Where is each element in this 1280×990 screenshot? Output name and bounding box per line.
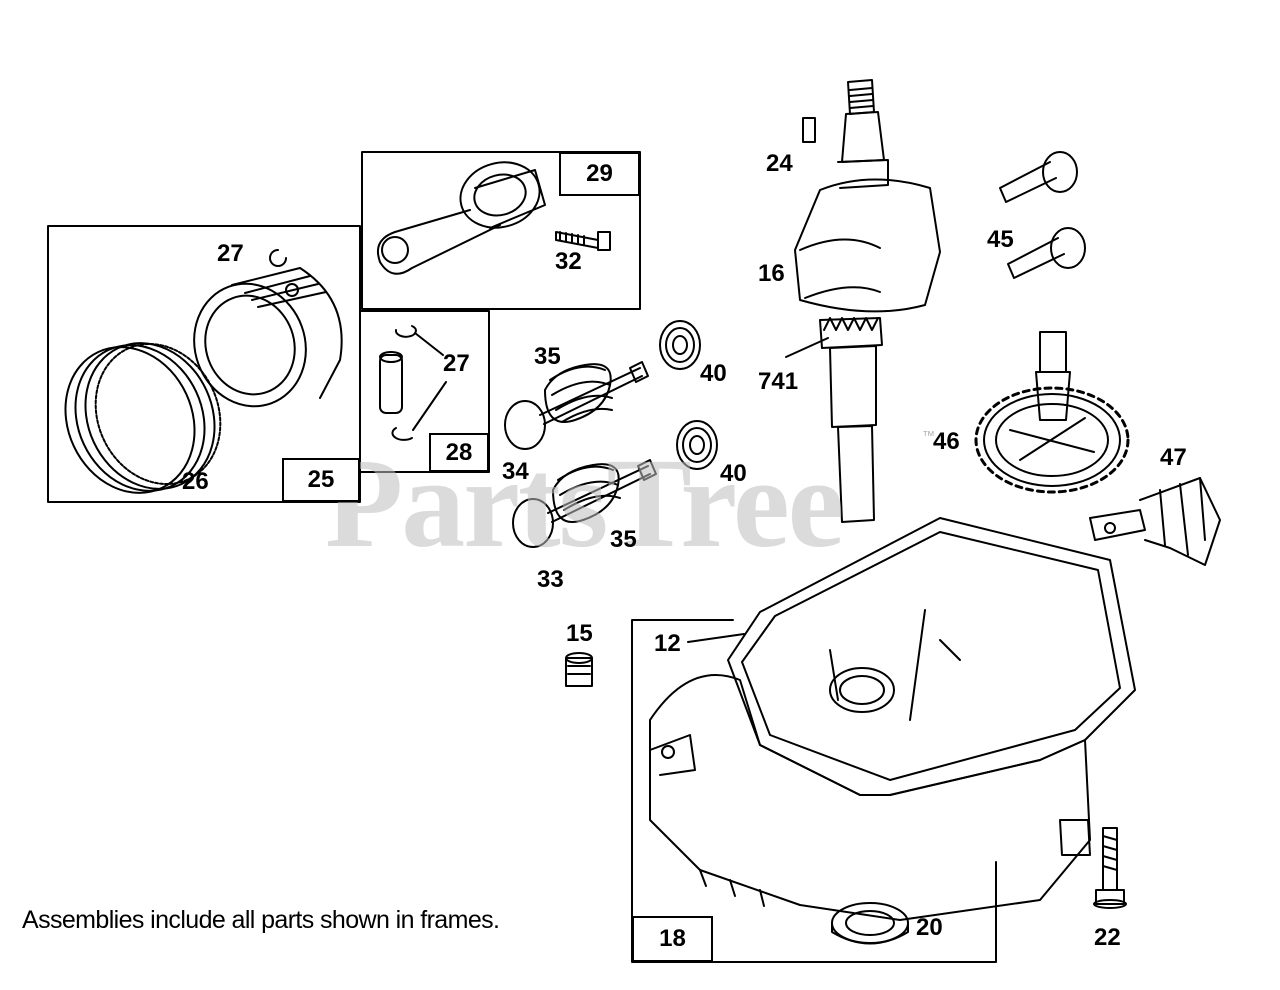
valve-upper-drawing	[504, 361, 649, 450]
frame-29-outline	[361, 151, 641, 310]
circlip-top-drawing	[269, 249, 287, 267]
callout-741: 741	[758, 368, 799, 395]
callout-47: 47	[1160, 444, 1187, 471]
oil-seal-drawing	[831, 902, 909, 945]
callout-20: 20	[916, 914, 943, 941]
callout-12: 12	[654, 630, 681, 657]
callout-34: 34	[502, 458, 529, 485]
callout-40-upper: 40	[700, 360, 727, 387]
piston-rings-drawing	[64, 342, 222, 494]
camshaft-drawing	[974, 331, 1130, 494]
frame-29-label: 29	[559, 152, 640, 196]
trademark-symbol: ™	[922, 428, 935, 443]
callout-32: 32	[555, 248, 582, 275]
governor-drawing	[1089, 477, 1221, 566]
callout-45: 45	[987, 226, 1014, 253]
bolt-drawing	[1093, 827, 1127, 909]
connecting-rod-drawing	[376, 161, 546, 275]
frame-25-label: 25	[282, 458, 360, 502]
piston-pin-drawing	[379, 325, 447, 441]
screw-drawing	[555, 231, 611, 251]
drain-plug-drawing	[565, 652, 593, 687]
valve-retainer-upper-drawing	[659, 320, 701, 370]
frame-28-outline	[359, 310, 490, 473]
tappet-upper-drawing	[999, 151, 1078, 203]
callout-15: 15	[566, 620, 593, 647]
callout-16: 16	[758, 260, 785, 287]
callout-27-pin: 27	[443, 350, 470, 377]
frame-18-outline	[631, 619, 997, 963]
callout-40-lower: 40	[720, 460, 747, 487]
frame-28-label: 28	[429, 433, 489, 472]
callout-33: 33	[537, 566, 564, 593]
callout-26: 26	[182, 468, 209, 495]
callout-22: 22	[1094, 924, 1121, 951]
valve-lower-drawing	[512, 459, 657, 548]
callout-27-top: 27	[217, 240, 244, 267]
sump-drawing	[649, 517, 1136, 921]
callout-35-lower: 35	[610, 526, 637, 553]
assemblies-caption: Assemblies include all parts shown in fr…	[22, 906, 500, 934]
watermark: PartsTree	[325, 432, 844, 574]
frame-18-label: 18	[632, 916, 713, 962]
crankshaft-drawing	[785, 79, 941, 523]
tappet-lower-drawing	[1007, 227, 1086, 279]
callout-35-upper: 35	[534, 343, 561, 370]
piston-drawing	[193, 267, 343, 408]
callout-46: 46	[933, 428, 960, 455]
callout-24: 24	[766, 150, 793, 177]
valve-retainer-lower-drawing	[676, 420, 718, 470]
